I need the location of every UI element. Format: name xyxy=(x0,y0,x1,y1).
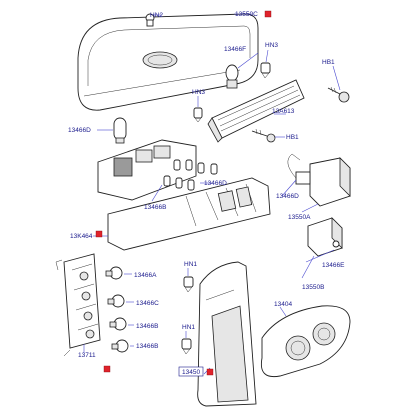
callout-13466e[interactable]: 13466E xyxy=(322,262,345,269)
callout-hn3-top[interactable]: HN3 xyxy=(265,42,278,49)
square-marker-icon xyxy=(95,230,103,238)
bulb-holder-plate[interactable] xyxy=(97,139,197,201)
bulb-13466b-b-icon[interactable] xyxy=(111,339,129,353)
bulb-13466c-icon[interactable] xyxy=(107,294,125,308)
bulb-13466d-left-icon[interactable] xyxy=(113,117,127,144)
callout-13a613[interactable]: 13A613 xyxy=(272,108,295,115)
reflector-13550b[interactable] xyxy=(307,217,343,257)
callout-13404[interactable]: 13404 xyxy=(274,301,292,308)
upper-lamp-housing[interactable] xyxy=(77,13,259,111)
callout-13550c[interactable]: 13550C xyxy=(235,11,258,18)
callout-13466c[interactable]: 13466C xyxy=(136,300,159,307)
clip-hn3-mid-icon[interactable] xyxy=(193,107,203,123)
clip-hn3-top-icon[interactable] xyxy=(260,62,271,79)
square-marker-icon xyxy=(103,365,111,373)
bulb-13466f-icon[interactable] xyxy=(225,64,239,89)
square-marker-icon xyxy=(206,368,214,376)
callout-labels: HN2 13550C 13466F HN3 HB1 HN3 13A613 HB1… xyxy=(68,11,345,377)
callout-13k464[interactable]: 13K464 xyxy=(70,233,93,240)
bulb-holder-strip-13711[interactable] xyxy=(55,253,101,357)
bulb-13466a-icon[interactable] xyxy=(105,266,123,280)
rear-fog-lamp-13404[interactable] xyxy=(260,305,351,378)
callout-13466d-mid[interactable]: 13466D xyxy=(204,180,227,187)
rear-lamp-lens-13k464[interactable] xyxy=(107,177,271,251)
oval-badge-icon xyxy=(142,51,178,69)
callout-hn3-mid[interactable]: HN3 xyxy=(192,89,205,96)
screw-hb1-mid-icon[interactable] xyxy=(251,128,276,143)
red-markers xyxy=(95,10,272,376)
bulb-13466b-a-icon[interactable] xyxy=(109,317,127,331)
screw-hb1-top-icon[interactable] xyxy=(327,86,350,103)
callout-13711[interactable]: 13711 xyxy=(78,352,96,359)
small-bulbs-cluster[interactable] xyxy=(163,159,218,191)
side-lamp-13450[interactable] xyxy=(197,261,257,407)
push-clip-hn2-icon[interactable] xyxy=(145,13,155,27)
clip-hn1-a-icon[interactable] xyxy=(183,276,194,293)
callout-13466a[interactable]: 13466A xyxy=(134,272,157,279)
callout-hn1-b[interactable]: HN1 xyxy=(182,324,195,331)
callout-13550b[interactable]: 13550B xyxy=(302,284,324,291)
callout-hn1-a[interactable]: HN1 xyxy=(184,261,197,268)
callout-hb1-mid[interactable]: HB1 xyxy=(286,134,299,141)
callout-13466f[interactable]: 13466F xyxy=(224,46,246,53)
high-mount-lamp-13a613[interactable] xyxy=(207,79,305,143)
callout-hn2[interactable]: HN2 xyxy=(150,12,163,19)
callout-hb1-top[interactable]: HB1 xyxy=(322,59,335,66)
fog-lamp-13550a[interactable] xyxy=(287,153,351,207)
callout-13466b-top[interactable]: 13466B xyxy=(144,204,166,211)
callout-13466d-right[interactable]: 13466D xyxy=(276,193,299,200)
callout-13550a[interactable]: 13550A xyxy=(288,214,311,221)
square-marker-icon xyxy=(264,10,272,18)
callout-13466b-b[interactable]: 13466B xyxy=(136,343,158,350)
callout-13466b-a[interactable]: 13466B xyxy=(136,323,158,330)
callout-13466d-left[interactable]: 13466D xyxy=(68,127,91,134)
clip-hn1-b-icon[interactable] xyxy=(181,338,192,355)
callout-13450-box[interactable]: 13450 xyxy=(178,366,204,377)
callout-13450[interactable]: 13450 xyxy=(182,369,200,376)
